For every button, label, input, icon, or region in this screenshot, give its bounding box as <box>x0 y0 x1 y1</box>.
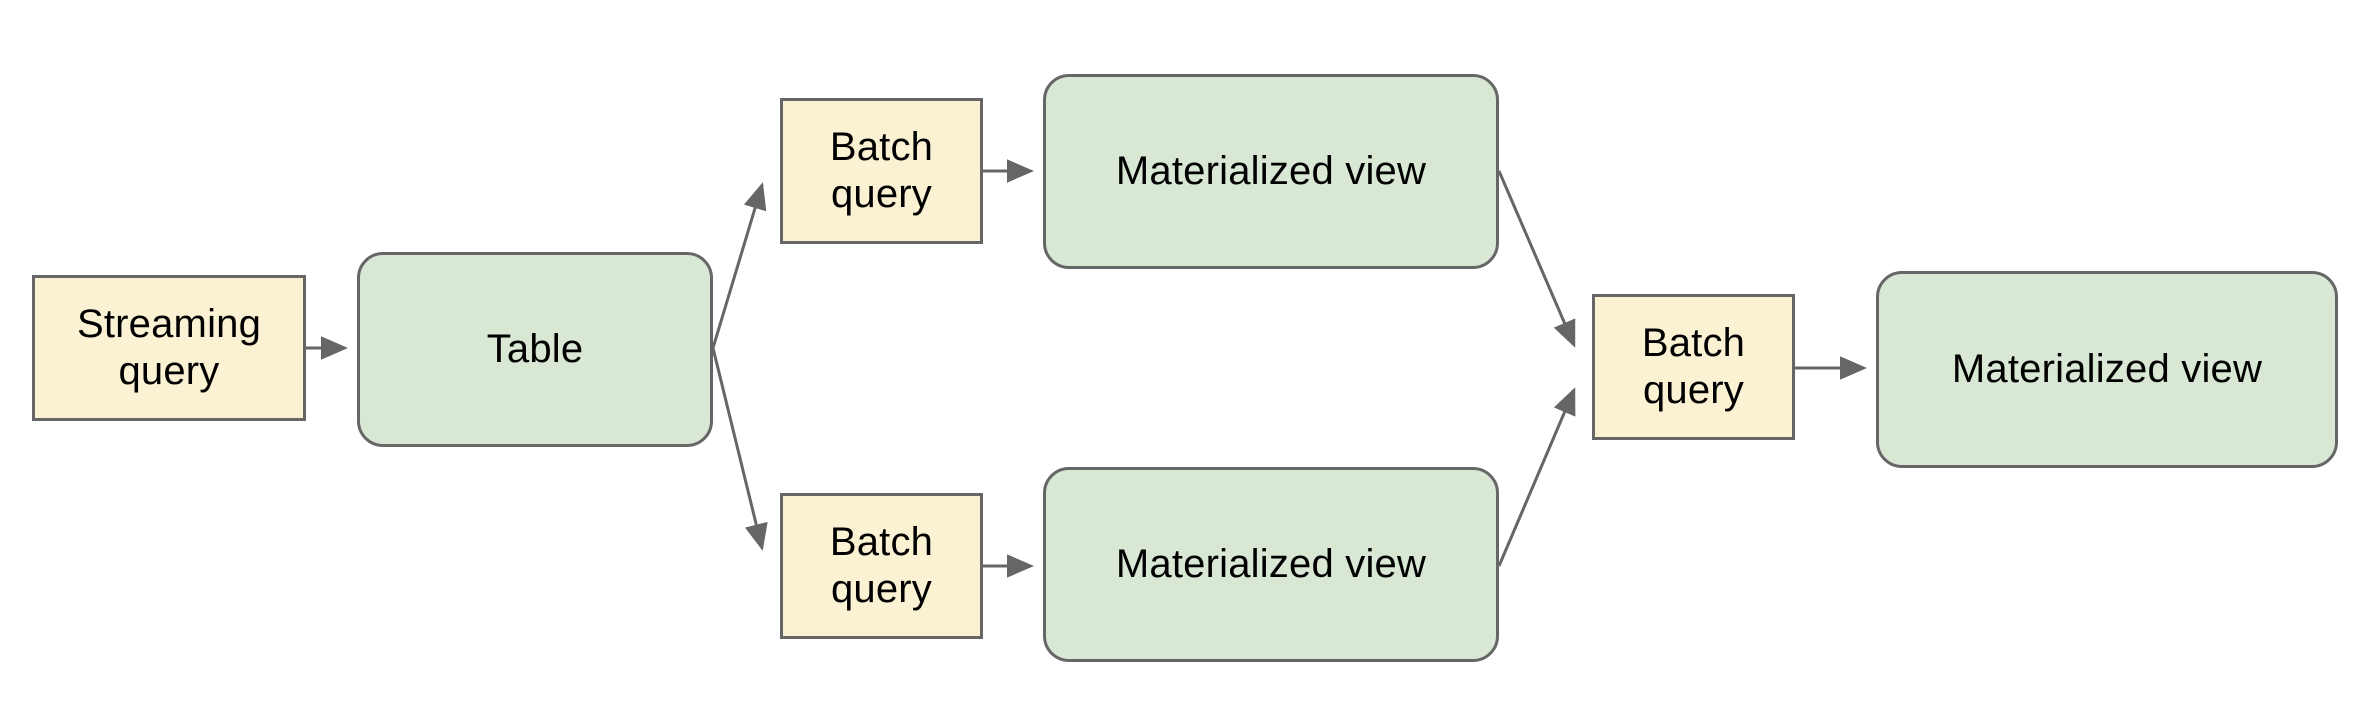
node-label-streaming-query: Streaming query <box>76 301 262 393</box>
node-streaming-query[interactable]: Streaming query <box>32 275 306 421</box>
node-label-batch-query-bottom: Batch query <box>829 519 934 611</box>
node-batch-query-top[interactable]: Batch query <box>780 98 983 244</box>
node-label-materialized-view-final: Materialized view <box>1951 346 2263 391</box>
node-materialized-view-bottom[interactable]: Materialized view <box>1043 467 1499 662</box>
edge-mv-bottom-to-batch-merge <box>1497 387 1576 567</box>
edge-table-to-batch-top <box>711 182 767 349</box>
node-label-batch-query-top: Batch query <box>829 124 934 216</box>
node-label-materialized-view-bottom: Materialized view <box>1115 541 1427 586</box>
edge-table-to-batch-bottom <box>711 347 768 551</box>
node-batch-query-bottom[interactable]: Batch query <box>780 493 983 639</box>
node-label-materialized-view-top: Materialized view <box>1115 148 1427 193</box>
node-materialized-view-top[interactable]: Materialized view <box>1043 74 1499 269</box>
edge-mv-top-to-batch-merge <box>1497 170 1576 348</box>
node-label-table: Table <box>486 326 584 371</box>
node-batch-query-merge[interactable]: Batch query <box>1592 294 1795 440</box>
node-materialized-view-final[interactable]: Materialized view <box>1876 271 2338 468</box>
node-label-batch-query-merge: Batch query <box>1641 320 1746 412</box>
node-table[interactable]: Table <box>357 252 713 447</box>
